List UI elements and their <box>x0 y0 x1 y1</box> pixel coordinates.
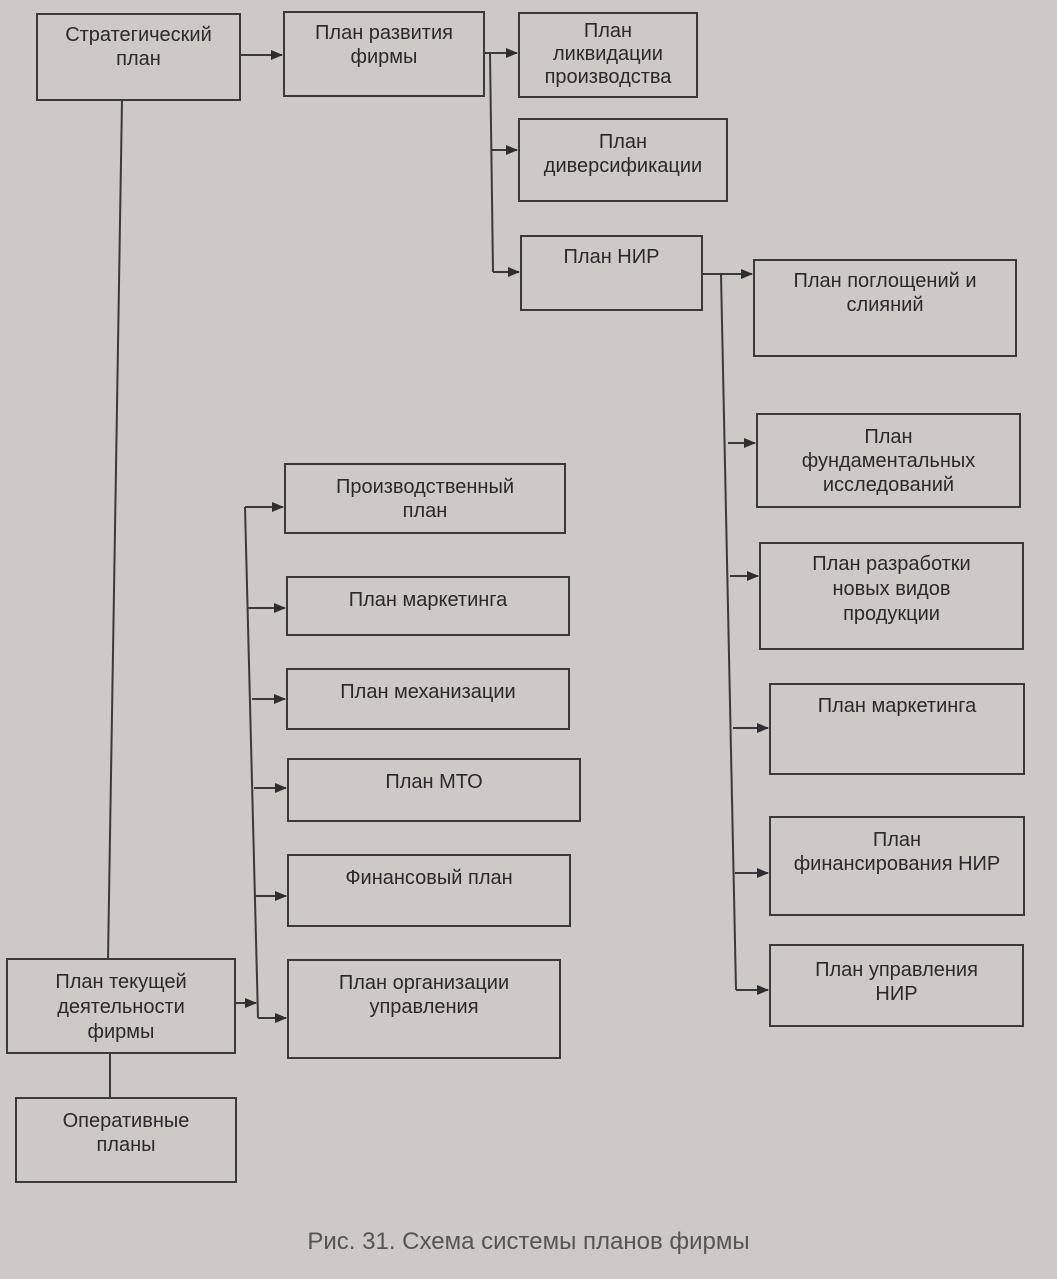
rnd-financing-plan-box: План финансирования НИР <box>769 816 1025 916</box>
organization-plan-box: План организации управления <box>287 959 561 1059</box>
operational-plans-box: Оперативные планы <box>15 1097 237 1183</box>
marketing-plan-box: План маркетинга <box>286 576 570 636</box>
new-products-plan-box: План разработки новых видов продукции <box>759 542 1024 650</box>
diversification-plan-box: План диверсификации <box>518 118 728 202</box>
strategic-plan-box: Стратегический план <box>36 13 241 101</box>
mechanization-plan-box: План механизации <box>286 668 570 730</box>
financial-plan-box: Финансовый план <box>287 854 571 927</box>
mergers-plan-box: План поглощений и слияний <box>753 259 1017 357</box>
figure-caption: Рис. 31. Схема системы планов фирмы <box>307 1228 750 1255</box>
development-plan-box: План развития фирмы <box>283 11 485 97</box>
liquidation-plan-box: План ликвидации производства <box>518 12 698 98</box>
fundamental-research-plan-box: План фундаментальных исследований <box>756 413 1021 508</box>
rnd-management-plan-box: План управления НИР <box>769 944 1024 1027</box>
production-plan-box: Производственный план <box>284 463 566 534</box>
current-activity-plan-box: План текущей деятельности фирмы <box>6 958 236 1054</box>
rnd-plan-box: План НИР <box>520 235 703 311</box>
rnd-marketing-plan-box: План маркетинга <box>769 683 1025 775</box>
mto-plan-box: План МТО <box>287 758 581 822</box>
